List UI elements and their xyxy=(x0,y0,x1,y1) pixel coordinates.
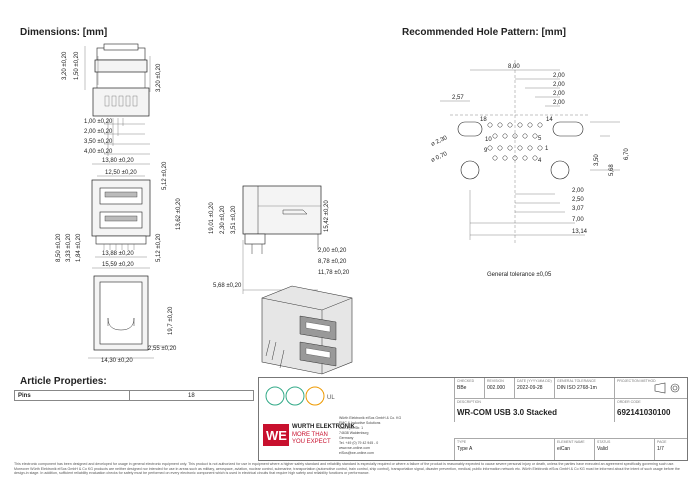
dim-front-h1: 5,12 ±0,20 xyxy=(162,161,168,190)
dim-side-v2: 2,30 ±0,20 xyxy=(220,205,226,234)
hole-left: 2,57 xyxy=(452,95,464,101)
hole-bottom-5: 13,14 xyxy=(572,229,588,235)
order-code-cell: ORDER CODE 692141030100 xyxy=(614,398,687,422)
top-view xyxy=(84,43,151,156)
dim-side-v3: 3,51 ±0,20 xyxy=(231,205,237,234)
bottom-view xyxy=(88,275,175,359)
dim-front-width-top: 13,80 ±0,20 xyxy=(102,158,134,164)
dim-top-7: 4,00 ±0,20 xyxy=(84,149,113,155)
pin-4: 4 xyxy=(538,158,542,164)
pin-18: 18 xyxy=(480,117,487,123)
dim-front-h4: 3,33 ±0,20 xyxy=(66,233,72,262)
dim-side-v1: 19,01 ±0,20 xyxy=(209,202,215,234)
order-code: 692141030100 xyxy=(617,408,671,417)
pin-10: 10 xyxy=(485,137,492,143)
cert-icons: UL xyxy=(263,382,337,410)
hole-right-1: 3,50 xyxy=(594,154,600,166)
pin-9: 9 xyxy=(484,148,488,154)
article-properties-header: Article Properties: xyxy=(20,376,107,387)
hole-bottom-1: 2,00 xyxy=(572,188,584,194)
hole-top-1: 8,00 xyxy=(508,64,520,70)
hole-bottom-2: 2,50 xyxy=(572,197,584,203)
hole-top-5: 2,00 xyxy=(553,100,565,106)
property-label: Pins xyxy=(14,390,130,401)
hole-top-4: 2,00 xyxy=(553,91,565,97)
reach-icon xyxy=(285,386,305,406)
dim-front-width-inner: 12,50 ±0,20 xyxy=(105,170,137,176)
hole-top-3: 2,00 xyxy=(553,82,565,88)
hole-right-2: 5,68 xyxy=(609,164,615,176)
side-view xyxy=(242,185,322,294)
disclaimer-text: This electronic component has been desig… xyxy=(14,462,680,476)
dim-front-h3: 8,50 ±0,20 xyxy=(56,233,62,262)
title-block: UL WE WURTH ELEKTRONIK MORE THAN YOU EXP… xyxy=(258,377,688,461)
dim-bottom-h1: 19,7 ±0,20 xyxy=(168,306,174,335)
ul-icon: UL xyxy=(327,395,335,401)
front-view: 13,80 ±0,20 12,50 ±0,20 xyxy=(91,158,151,269)
dim-front-h2: 13,62 ±0,20 xyxy=(176,198,182,230)
rohs-icon xyxy=(265,386,285,406)
drawing-area: 3,20 ±0,20 1,50 ±0,20 3,20 ±0,20 1,00 ±0… xyxy=(56,43,630,375)
dim-top-5: 2,00 ±0,20 xyxy=(84,129,113,135)
hole-top-2: 2,00 xyxy=(553,73,565,79)
hole-right-3: 6,70 xyxy=(624,148,630,160)
property-value: 18 xyxy=(128,390,255,401)
dim-side-v4: 15,42 ±0,20 xyxy=(324,200,330,232)
dim-side-w2: 8,78 ±0,20 xyxy=(318,259,347,265)
hole-dia-small: ⌀ 0,70 xyxy=(430,151,449,164)
hole-pattern xyxy=(440,60,620,245)
projection-symbol-icon xyxy=(654,382,680,394)
svg-text:WE: WE xyxy=(266,428,287,443)
dim-side-w4: 5,68 ±0,20 xyxy=(213,283,242,289)
dim-bottom-w2: 14,30 ±0,20 xyxy=(101,358,133,364)
dimensions-header: Dimensions: [mm] xyxy=(20,27,108,38)
properties-table: Pins 18 xyxy=(14,390,255,401)
company-name: WURTH ELEKTRONIK xyxy=(292,424,355,430)
date-cell: DATE (YYYY-MM-DD)2022-09-28 xyxy=(514,378,554,398)
table-row: Pins 18 xyxy=(14,390,255,401)
pin-1: 1 xyxy=(545,146,549,152)
product-title: WR-COM USB 3.0 Stacked xyxy=(457,408,558,417)
dim-top-3: 3,20 ±0,20 xyxy=(156,63,162,92)
dim-front-w2: 15,59 ±0,20 xyxy=(102,262,134,268)
dim-side-w3: 11,78 ±0,20 xyxy=(318,270,350,276)
dim-top-4: 1,00 ±0,20 xyxy=(84,119,113,125)
hole-bottom-4: 7,00 xyxy=(572,217,584,223)
dim-top-2: 1,50 ±0,20 xyxy=(74,51,80,80)
pin-5: 5 xyxy=(538,136,542,142)
dim-top-1: 3,20 ±0,20 xyxy=(62,51,68,80)
dim-front-h5: 1,84 ±0,20 xyxy=(76,233,82,262)
pin-14: 14 xyxy=(546,117,553,123)
company-address: Würth Elektronik eiSos GmbH & Co. KG EMC… xyxy=(339,416,402,455)
dim-bottom-w1: 2,55 ±0,20 xyxy=(148,346,177,352)
iso-view xyxy=(261,285,353,375)
description-cell: DESCRIPTION WR-COM USB 3.0 Stacked xyxy=(454,398,614,422)
dim-side-w1: 2,00 ±0,20 xyxy=(318,248,347,254)
tagline-2: YOU EXPECT xyxy=(292,439,331,445)
projection-cell: PROJECTION METHOD xyxy=(614,378,687,398)
hole-tolerance: General tolerance ±0,05 xyxy=(487,272,552,278)
we-logo: WE xyxy=(263,424,289,446)
dim-front-h6: 5,12 ±0,20 xyxy=(156,233,162,262)
hole-pattern-header: Recommended Hole Pattern: [mm] xyxy=(402,27,566,38)
tagline-1: MORE THAN xyxy=(292,432,328,438)
hole-dia-big: ⌀ 2,30 xyxy=(430,135,449,148)
dim-front-w1: 13,88 ±0,20 xyxy=(102,251,134,257)
dim-top-6: 3,50 ±0,20 xyxy=(84,139,113,145)
halogen-free-icon xyxy=(305,386,325,406)
hole-bottom-3: 3,07 xyxy=(572,206,584,212)
